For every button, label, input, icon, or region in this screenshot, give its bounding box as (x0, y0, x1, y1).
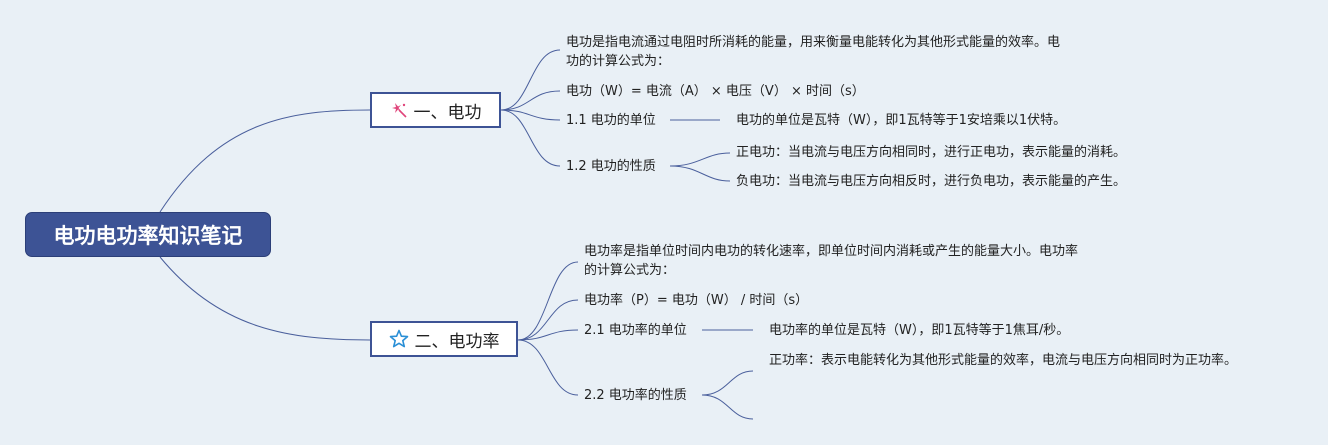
positive-work-detail: 正电功：当电流与电压方向相同时，进行正电功，表示能量的消耗。 (736, 145, 1127, 160)
star-icon (389, 329, 409, 349)
subtopic-power-nature[interactable]: 2.2 电功率的性质 (584, 388, 687, 403)
branch-electric-power[interactable]: 二、电功率 (370, 321, 518, 357)
power-description: 电功率是指单位时间内电功的转化速率，即单位时间内消耗或产生的能量大小。电功率的计… (584, 244, 1079, 278)
work-description: 电功是指电流通过电阻时所消耗的能量，用来衡量电能转化为其他形式能量的效率。电功的… (566, 35, 1061, 69)
subtopic-work-nature[interactable]: 1.2 电功的性质 (566, 159, 656, 174)
root-topic[interactable]: 电功电功率知识笔记 (25, 212, 271, 257)
root-topic-label: 电功电功率知识笔记 (53, 223, 243, 248)
power-unit-detail: 电功率的单位是瓦特（W），即1瓦特等于1焦耳/秒。 (769, 323, 1070, 338)
power-formula: 电功率（P）= 电功（W） / 时间（s） (584, 293, 809, 308)
branch-label: 一、电功 (413, 102, 482, 123)
sparkle-icon (390, 101, 408, 119)
branch-electric-work[interactable]: 一、电功 (370, 92, 501, 128)
subtopic-work-unit[interactable]: 1.1 电功的单位 (566, 113, 656, 128)
work-formula: 电功（W）= 电流（A） × 电压（V） × 时间（s） (566, 84, 865, 99)
subtopic-power-unit[interactable]: 2.1 电功率的单位 (584, 323, 687, 338)
negative-work-detail: 负电功：当电流与电压方向相反时，进行负电功，表示能量的产生。 (736, 174, 1127, 189)
branch-label: 二、电功率 (414, 331, 500, 352)
work-unit-detail: 电功的单位是瓦特（W），即1瓦特等于1安培乘以1伏特。 (736, 113, 1067, 128)
positive-power-detail: 正功率：表示电能转化为其他形式能量的效率，电流与电压方向相同时为正功率。 (769, 353, 1238, 368)
